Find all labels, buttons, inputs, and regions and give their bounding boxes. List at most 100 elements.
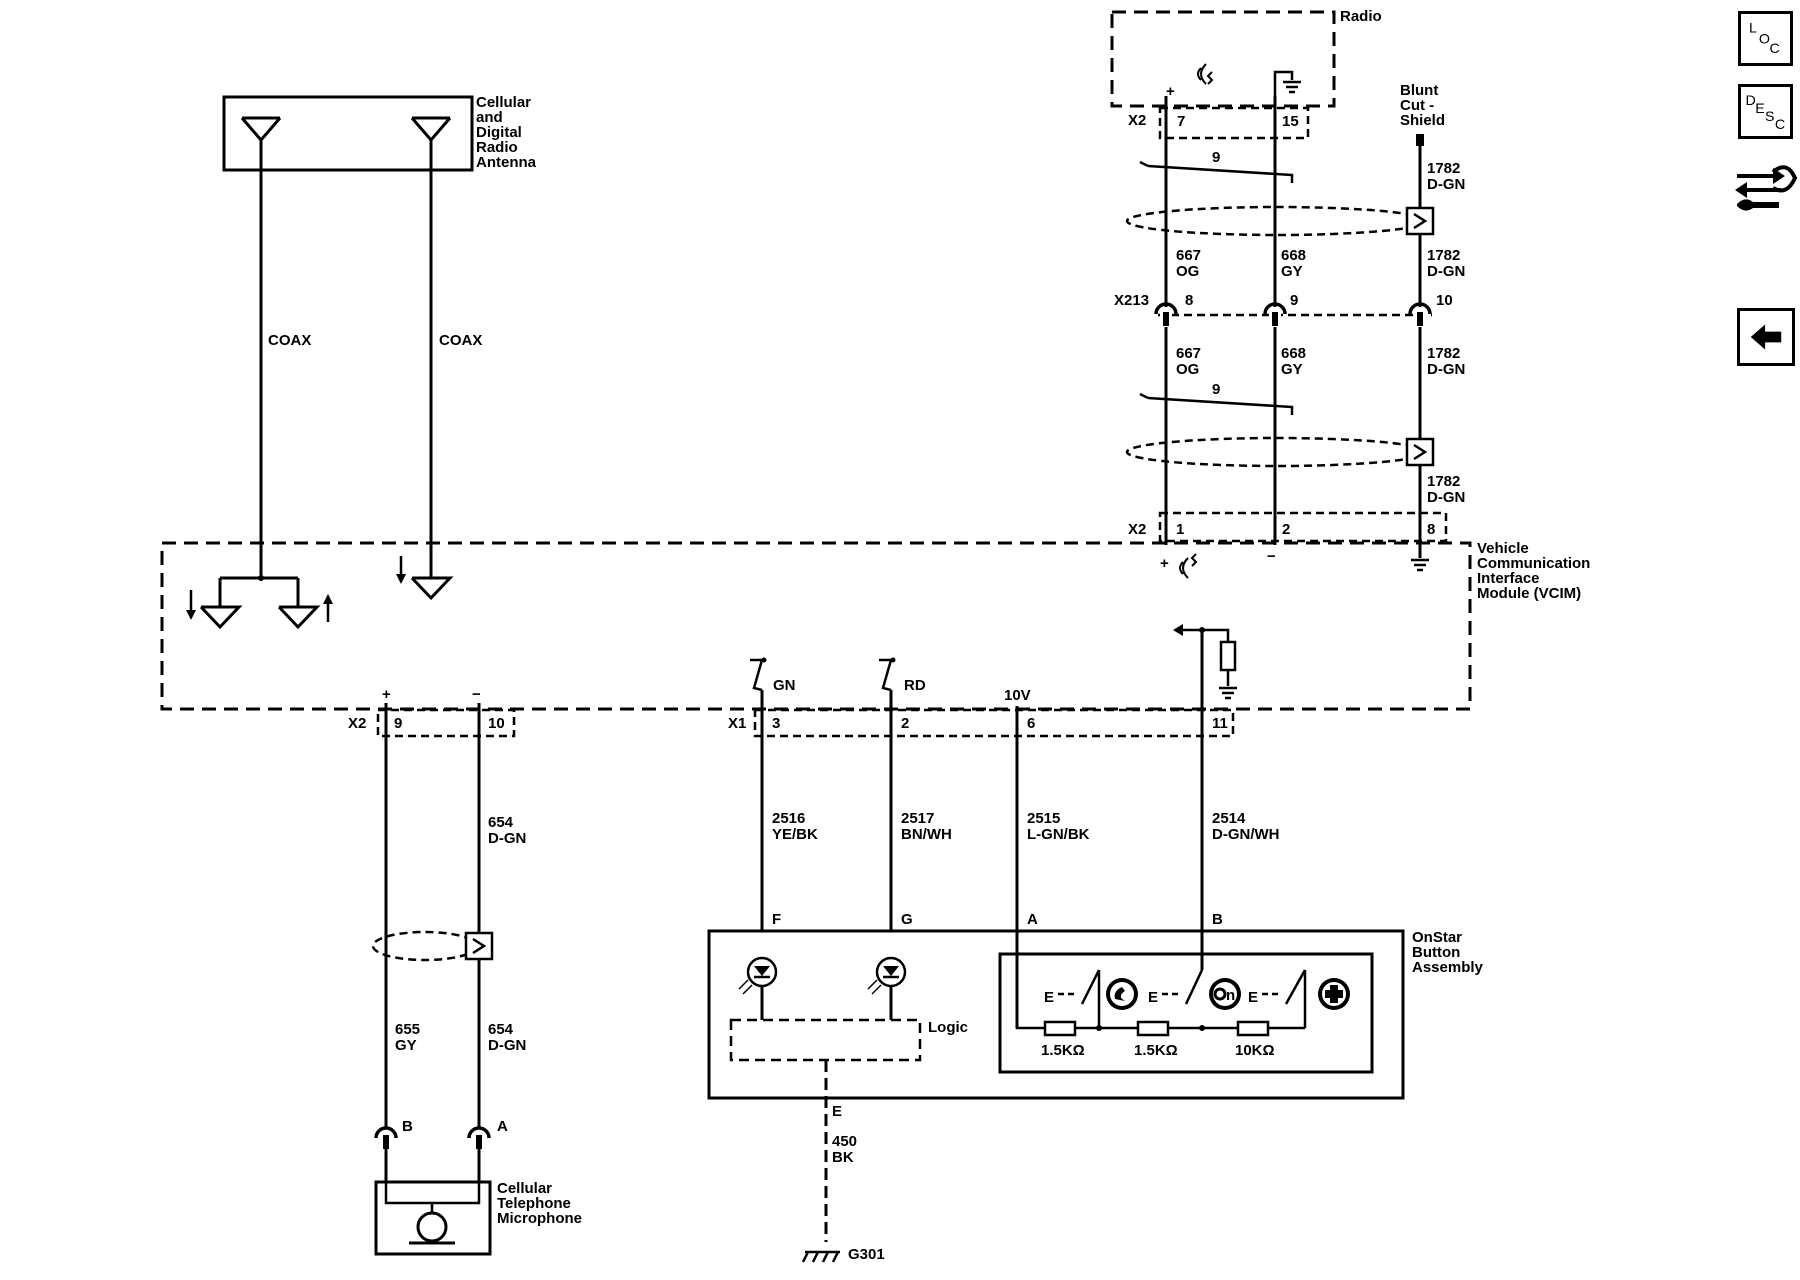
mic-pin-b: B bbox=[402, 1118, 413, 1135]
onstar-button-switch: E n bbox=[1148, 969, 1241, 1010]
c654-num-1: 654 bbox=[488, 814, 514, 831]
onstar-pin-e: E bbox=[832, 1103, 842, 1120]
x213-pin-10: 10 bbox=[1436, 292, 1453, 309]
vcim-x1-pin-11: 11 bbox=[1212, 715, 1228, 732]
vcim-x1-pin-6: 6 bbox=[1027, 715, 1035, 732]
c1782-color-1: D-GN bbox=[1427, 176, 1465, 193]
emergency-button-switch: E bbox=[1248, 969, 1350, 1028]
back-arrow-icon bbox=[1750, 324, 1782, 350]
svg-text:E: E bbox=[1148, 989, 1158, 1006]
ground-g301: G301 bbox=[801, 1246, 885, 1263]
vcim-pin-10: 10 bbox=[488, 715, 505, 732]
c667-color-2: OG bbox=[1176, 361, 1199, 378]
vcim-x1-pin-2: 2 bbox=[901, 715, 909, 732]
resistor-3-label: 10KΩ bbox=[1235, 1042, 1275, 1059]
call-button-switch: E bbox=[1044, 969, 1138, 1028]
svg-text:E: E bbox=[1044, 989, 1054, 1006]
logic-label: Logic bbox=[928, 1019, 968, 1036]
c668-color-2: GY bbox=[1281, 361, 1303, 378]
radio-pin-15: 15 bbox=[1282, 113, 1299, 130]
twist-label-2: 9 bbox=[1212, 381, 1220, 398]
resistor-2-label: 1.5KΩ bbox=[1134, 1042, 1178, 1059]
c654-color-1: D-GN bbox=[488, 830, 526, 847]
c2514-color: D-GN/WH bbox=[1212, 826, 1280, 843]
c667-num-1: 667 bbox=[1176, 247, 1201, 264]
desc-letter-s: S bbox=[1765, 109, 1775, 125]
onstar-pin-b: B bbox=[1212, 911, 1223, 928]
c667-color-1: OG bbox=[1176, 263, 1199, 280]
onstar-pin-g: G bbox=[901, 911, 913, 928]
vcim-x2-bottom-connector: X2 bbox=[348, 715, 366, 732]
c1782-color-3: D-GN bbox=[1427, 361, 1465, 378]
onstar-pin-a: A bbox=[1027, 911, 1038, 928]
c1782-color-2: D-GN bbox=[1427, 263, 1465, 280]
c2517-color: BN/WH bbox=[901, 826, 952, 843]
desc-button[interactable]: D E S C bbox=[1738, 84, 1793, 139]
coax-label-2: COAX bbox=[439, 332, 482, 349]
loc-button[interactable]: L O C bbox=[1738, 11, 1793, 66]
vcim-pin-2: 2 bbox=[1282, 521, 1290, 538]
twist-label-1: 9 bbox=[1212, 149, 1220, 166]
c1782-color-4: D-GN bbox=[1427, 489, 1465, 506]
c2517-num: 2517 bbox=[901, 810, 934, 827]
c654-color-2: D-GN bbox=[488, 1037, 526, 1054]
vcim-x1-pin-3: 3 bbox=[772, 715, 780, 732]
c1782-num-2: 1782 bbox=[1427, 247, 1460, 264]
signal-10v: 10V bbox=[1004, 687, 1031, 704]
vcim-plus-top: + bbox=[1160, 555, 1169, 572]
desc-letter-d: D bbox=[1745, 93, 1755, 109]
vcim-plus-bottom: + bbox=[382, 686, 391, 703]
c2515-color: L-GN/BK bbox=[1027, 826, 1090, 843]
x213-connector: X213 bbox=[1114, 292, 1149, 309]
vcim-pin-1: 1 bbox=[1176, 521, 1184, 538]
c2516-color: YE/BK bbox=[772, 826, 818, 843]
resistor-1-label: 1.5KΩ bbox=[1041, 1042, 1085, 1059]
svg-text:E: E bbox=[1248, 989, 1258, 1006]
c1782-num-4: 1782 bbox=[1427, 473, 1460, 490]
ground-label: G301 bbox=[848, 1246, 885, 1263]
vcim-x1-connector: X1 bbox=[728, 715, 746, 732]
c1782-num-1: 1782 bbox=[1427, 160, 1460, 177]
c668-num-2: 668 bbox=[1281, 345, 1306, 362]
radio-connector: X2 bbox=[1128, 112, 1146, 129]
mic-pin-a: A bbox=[497, 1118, 508, 1135]
vcim-bottom-connectors: + − X2 9 10 X1 3 2 6 11 GN RD 10V bbox=[348, 624, 1239, 1130]
coax-label-1: COAX bbox=[268, 332, 311, 349]
radio-label: Radio bbox=[1340, 8, 1382, 25]
c2514-num: 2514 bbox=[1212, 810, 1246, 827]
vcim-minus-top: − bbox=[1267, 548, 1276, 565]
vcim-pin-9: 9 bbox=[394, 715, 402, 732]
desc-letter-c: C bbox=[1775, 117, 1785, 133]
c450-color: BK bbox=[832, 1149, 854, 1166]
desc-letter-e: E bbox=[1755, 101, 1765, 117]
back-button[interactable] bbox=[1737, 308, 1795, 366]
onstar-harness: 2516 YE/BK 2517 BN/WH 2515 L-GN/BK 2514 … bbox=[772, 810, 1280, 1166]
vcim-pin-8: 8 bbox=[1427, 521, 1435, 538]
onstar-pin-f: F bbox=[772, 911, 781, 928]
vcim-minus-bottom: − bbox=[472, 686, 481, 703]
c1782-num-3: 1782 bbox=[1427, 345, 1460, 362]
c667-num-2: 667 bbox=[1176, 345, 1201, 362]
x213-pin-8: 8 bbox=[1185, 292, 1193, 309]
loc-letter-l: L bbox=[1749, 21, 1757, 37]
c655-color: GY bbox=[395, 1037, 417, 1054]
vcim-x2-top-connector: X2 bbox=[1128, 521, 1146, 538]
connector-views-icon[interactable] bbox=[1733, 158, 1798, 218]
loc-letter-o: O bbox=[1759, 31, 1770, 47]
x213-pin-9: 9 bbox=[1290, 292, 1298, 309]
c668-color-1: GY bbox=[1281, 263, 1303, 280]
signal-gn: GN bbox=[773, 677, 796, 694]
c655-num: 655 bbox=[395, 1021, 420, 1038]
loc-letter-c: C bbox=[1770, 41, 1780, 57]
c2515-num: 2515 bbox=[1027, 810, 1060, 827]
